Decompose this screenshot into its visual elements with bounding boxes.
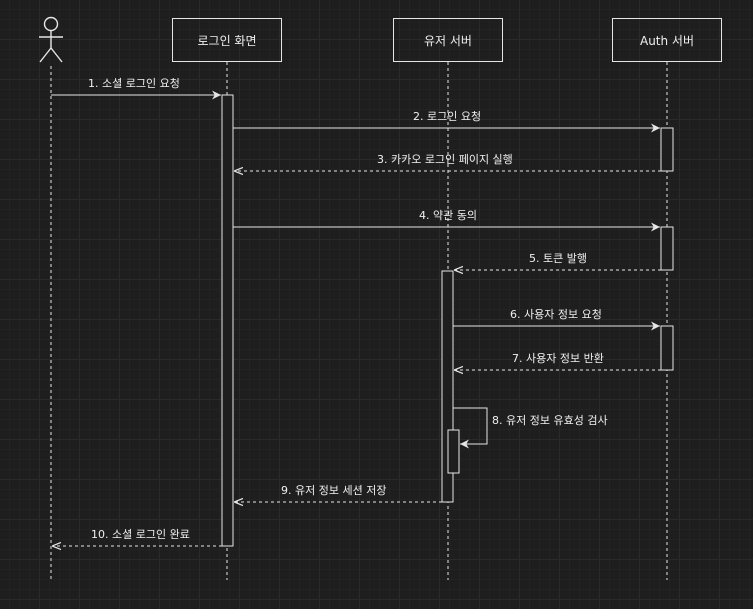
message-9-label: 9. 유저 정보 세션 저장 xyxy=(281,484,387,497)
activation-user-server-self xyxy=(447,429,460,474)
message-1-label: 1. 소셜 로그인 요청 xyxy=(88,77,180,90)
message-5-label: 5. 토큰 발행 xyxy=(529,252,587,265)
message-4-label: 4. 약관 동의 xyxy=(419,209,477,222)
participant-user-server: 유저 서버 xyxy=(393,18,503,62)
message-6-label: 6. 사용자 정보 요청 xyxy=(510,308,602,321)
activation-auth-1 xyxy=(660,127,674,172)
activation-login xyxy=(221,94,234,547)
activation-user-server xyxy=(441,270,454,503)
message-8-label: 8. 유저 정보 유효성 검사 xyxy=(492,414,608,427)
actor-figure xyxy=(39,16,63,63)
activation-auth-2 xyxy=(660,226,674,271)
message-10-label: 10. 소셜 로그인 완료 xyxy=(91,528,190,541)
participant-login-screen: 로그인 화면 xyxy=(172,18,282,62)
message-3-label: 3. 카카오 로그인 페이지 실행 xyxy=(377,153,513,166)
activation-auth-3 xyxy=(660,325,674,371)
message-7-label: 7. 사용자 정보 반환 xyxy=(512,352,604,365)
participant-auth-server: Auth 서버 xyxy=(612,18,722,62)
message-2-label: 2. 로그인 요청 xyxy=(413,110,482,123)
message-8-arrow xyxy=(453,407,488,449)
